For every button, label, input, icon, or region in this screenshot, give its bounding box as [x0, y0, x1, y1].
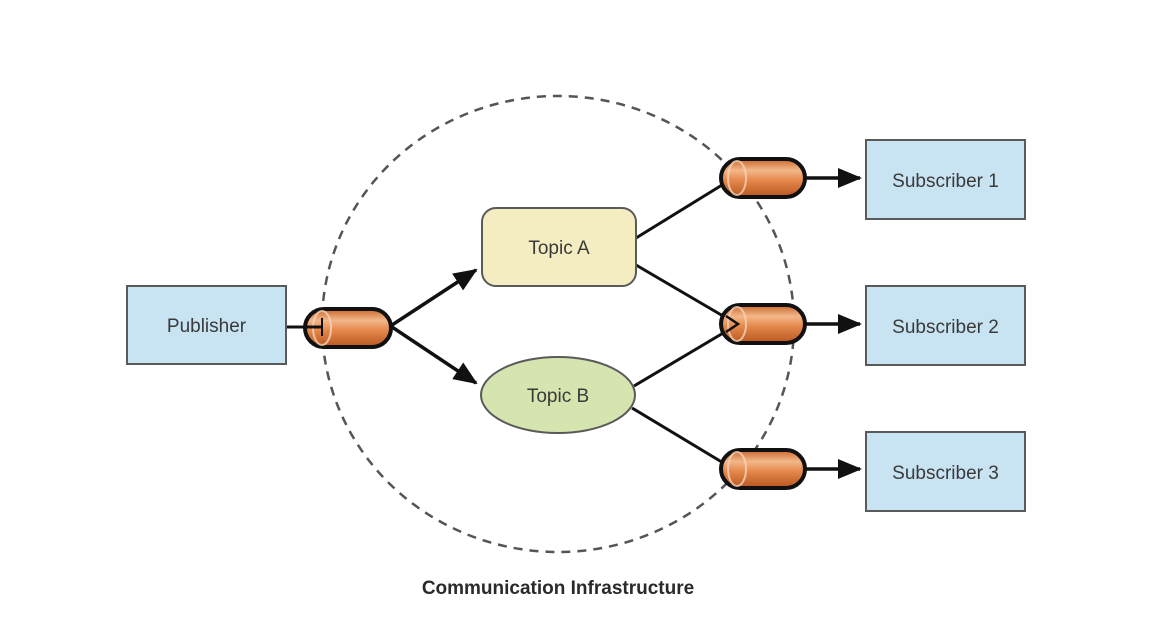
topic-a-to-pipe-2-line	[635, 263, 736, 325]
subscriber-2-pipe-icon	[719, 303, 807, 345]
topic-b-to-pipe-2-line	[633, 324, 736, 388]
topic-b-to-pipe-3-line	[631, 406, 736, 472]
subscriber-1-label: Subscriber 1	[892, 171, 999, 192]
subscriber-1-pipe-icon	[719, 157, 807, 199]
publisher-label: Publisher	[167, 316, 247, 337]
subscriber-1-node[interactable]: Subscriber 1	[865, 139, 1026, 220]
topic-b-node[interactable]: Topic B	[480, 356, 636, 434]
publisher-pipe-icon	[303, 307, 393, 349]
subscriber-3-label: Subscriber 3	[892, 463, 999, 484]
subscriber-2-node[interactable]: Subscriber 2	[865, 285, 1026, 366]
diagram-caption: Communication Infrastructure	[422, 578, 694, 599]
subscriber-2-label: Subscriber 2	[892, 317, 999, 338]
publisher-node[interactable]: Publisher	[126, 285, 287, 365]
subscriber-3-node[interactable]: Subscriber 3	[865, 431, 1026, 512]
arrow-to-topic-b	[391, 325, 478, 385]
topic-a-to-pipe-1-line	[635, 175, 736, 240]
topic-b-label: Topic B	[527, 386, 589, 407]
subscriber-3-pipe-icon	[719, 448, 807, 490]
arrow-to-topic-a	[391, 268, 478, 327]
topic-a-label: Topic A	[528, 238, 590, 259]
topic-a-node[interactable]: Topic A	[481, 207, 637, 287]
